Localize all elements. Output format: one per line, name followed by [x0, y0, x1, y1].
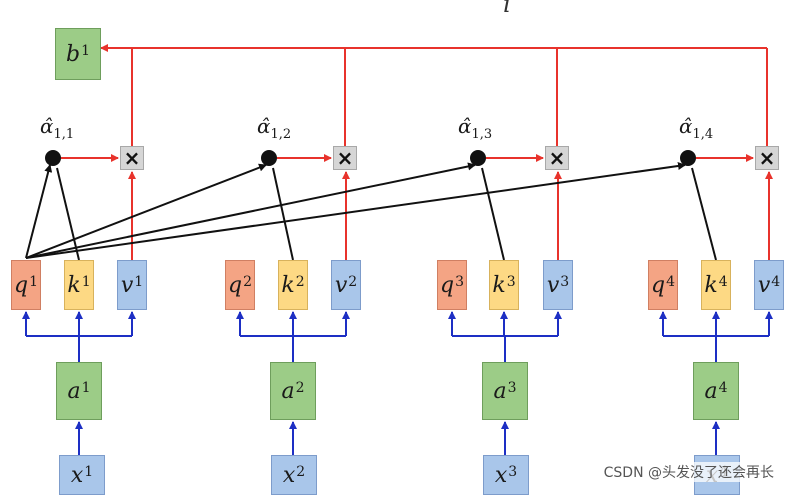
x-letter: x	[70, 462, 84, 488]
value-letter: v	[334, 272, 348, 298]
value-letter: v	[546, 272, 560, 298]
a-letter: a	[67, 378, 81, 404]
key-to-alpha-1	[56, 167, 80, 261]
a-letter: a	[704, 378, 718, 404]
top-index-label: i	[503, 0, 511, 18]
alpha-sub: 1,2	[270, 127, 292, 142]
query-letter: q	[227, 272, 243, 298]
value-letter: v	[120, 272, 134, 298]
alpha-sub: 1,3	[471, 127, 493, 142]
watermark: CSDN @头发没了还会再长	[600, 462, 777, 482]
a-index: 4	[718, 380, 728, 396]
alpha-label-2: α̂1,2	[257, 114, 291, 142]
x-index: 1	[84, 464, 94, 480]
x-letter: x	[494, 462, 508, 488]
multiply-node-2: ×	[333, 146, 357, 170]
query-letter: q	[13, 272, 29, 298]
a-index: 3	[507, 380, 517, 396]
key-index: 2	[295, 274, 305, 290]
query1-to-alpha-1	[25, 164, 53, 259]
alpha-sub: 1,4	[692, 127, 714, 142]
value-index: 1	[134, 274, 144, 290]
value-index: 3	[560, 274, 570, 290]
key-letter: k	[281, 272, 295, 298]
a-index: 2	[295, 380, 305, 396]
a-index: 1	[81, 380, 91, 396]
alpha-symbol: α̂	[458, 114, 472, 138]
a-letter: a	[281, 378, 295, 404]
key-to-alpha-4	[691, 167, 717, 261]
alpha-label-4: α̂1,4	[679, 114, 713, 142]
alpha-dot-1	[45, 150, 61, 166]
key-letter: k	[492, 272, 506, 298]
query-index: 2	[243, 274, 252, 290]
query-index: 3	[455, 274, 464, 290]
alpha-label-3: α̂1,3	[458, 114, 492, 142]
alpha-dot-4	[680, 150, 696, 166]
key-to-alpha-2	[272, 167, 294, 261]
output-index: 1	[81, 43, 90, 59]
alpha-label-1: α̂1,1	[40, 114, 74, 142]
output-letter: b	[65, 41, 81, 67]
key-index: 3	[506, 274, 516, 290]
x-letter: x	[282, 462, 296, 488]
multiply-node-1: ×	[120, 146, 144, 170]
query-letter: q	[439, 272, 455, 298]
query-index: 4	[666, 274, 675, 290]
key-index: 4	[718, 274, 728, 290]
query1-to-alpha-2	[25, 163, 267, 259]
multiply-node-4: ×	[755, 146, 779, 170]
query-index: 1	[29, 274, 38, 290]
alpha-symbol: α̂	[40, 114, 54, 138]
query1-to-alpha-4	[25, 162, 686, 259]
x-index: 2	[296, 464, 306, 480]
query-letter: q	[650, 272, 666, 298]
key-to-alpha-3	[481, 167, 505, 261]
key-index: 1	[81, 274, 91, 290]
alpha-sub: 1,1	[53, 127, 75, 142]
key-letter: k	[704, 272, 718, 298]
alpha-dot-3	[470, 150, 486, 166]
key-letter: k	[67, 272, 81, 298]
value-index: 2	[348, 274, 358, 290]
alpha-symbol: α̂	[257, 114, 271, 138]
alpha-dot-2	[261, 150, 277, 166]
value-letter: v	[757, 272, 771, 298]
a-letter: a	[493, 378, 507, 404]
value-index: 4	[771, 274, 781, 290]
x-index: 3	[508, 464, 518, 480]
alpha-symbol: α̂	[679, 114, 693, 138]
query1-to-alpha-3	[25, 162, 476, 259]
multiply-node-3: ×	[545, 146, 569, 170]
